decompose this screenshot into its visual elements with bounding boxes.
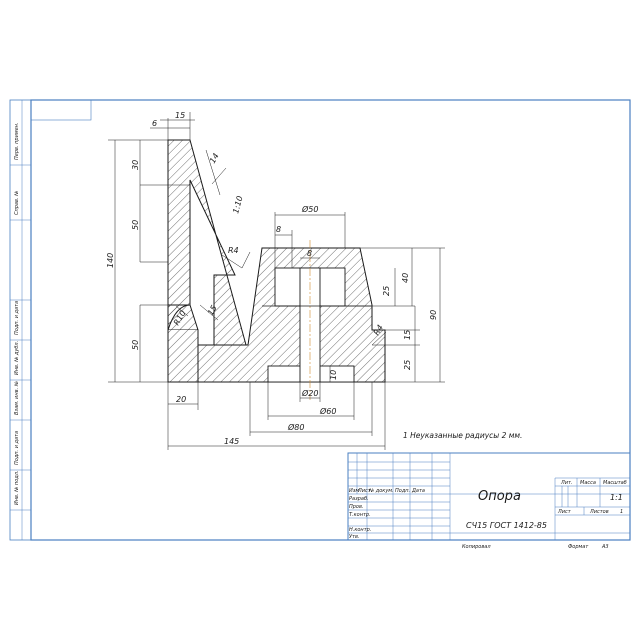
- lit-label: Лит.: [560, 480, 573, 486]
- dim-40: 40: [401, 273, 410, 283]
- role-nkontr: Н.контр.: [349, 527, 371, 533]
- dim-15: 15: [175, 111, 185, 120]
- side-column: Перв. примен. Справ. № Подп. и дата Инв.…: [10, 100, 31, 540]
- scale-value: 1:1: [610, 493, 623, 502]
- col-header-date: Дата: [411, 488, 425, 494]
- technical-note: 1 Неуказанные радиусы 2 мм.: [403, 431, 522, 440]
- dim-145: 145: [224, 437, 239, 446]
- format-value: А3: [601, 544, 609, 550]
- dim-25-lower: 25: [403, 360, 412, 370]
- part-name: Опора: [478, 489, 521, 504]
- sheets-value: 1: [620, 509, 623, 515]
- side-label-3: Подп. и дата: [14, 301, 20, 335]
- dim-140: 140: [106, 253, 115, 268]
- dimension-lines: [108, 112, 445, 450]
- dim-6: 6: [152, 119, 157, 128]
- dim-30: 30: [131, 160, 140, 170]
- dim-15-right: 15: [403, 330, 412, 340]
- side-label-2: Справ. №: [14, 191, 20, 215]
- dim-50-lower: 50: [131, 340, 140, 350]
- side-label-1: Перв. примен.: [14, 122, 20, 160]
- role-tkontr: Т.контр.: [349, 512, 371, 518]
- side-label-7: Инв. № подл.: [14, 471, 20, 506]
- part-section: [167, 139, 386, 400]
- side-label-4: Инв. № дубл.: [14, 341, 20, 375]
- dim-phi80: Ø80: [287, 422, 304, 432]
- dimension-texts: 6 15 30 50 140 50 20 145 R4 R10 15 14 1:…: [106, 111, 438, 446]
- drawing-frame: [9, 99, 631, 541]
- scale-label: Масштаб: [603, 480, 627, 486]
- dim-phi50: Ø50: [301, 204, 318, 214]
- col-header-sign: Подп.: [395, 488, 410, 494]
- dim-15-slope: 15: [206, 304, 219, 317]
- dim-50-upper: 50: [131, 220, 140, 230]
- dim-phi60: Ø60: [319, 406, 336, 416]
- side-label-6: Подп. и дата: [14, 431, 20, 465]
- dim-14: 14: [208, 152, 221, 165]
- dim-10: 10: [329, 370, 338, 380]
- sheets-label: Листов: [589, 509, 609, 515]
- dim-8-hole: 8: [307, 249, 312, 258]
- col-header-list: Лист: [357, 488, 372, 494]
- role-razrab: Разраб.: [349, 496, 369, 502]
- dim-20: 20: [176, 395, 186, 404]
- dim-25-upper: 25: [382, 286, 391, 296]
- dim-90: 90: [429, 310, 438, 320]
- copied-label: Копировал: [462, 544, 491, 550]
- material: СЧ15 ГОСТ 1412-85: [466, 521, 547, 530]
- dim-1-10: 1:10: [231, 195, 244, 215]
- role-prov: Пров.: [349, 504, 364, 510]
- col-header-doc: № докум.: [368, 488, 394, 494]
- mass-label: Масса: [580, 480, 596, 486]
- dim-phi20: Ø20: [301, 388, 318, 398]
- format-label: Формат: [568, 544, 589, 550]
- dim-r4-left: R4: [228, 246, 239, 255]
- sheet-label: Лист: [557, 509, 572, 515]
- dim-8-top: 8: [276, 225, 281, 234]
- role-utv: Утв.: [349, 534, 360, 540]
- title-block: Изм Лист № докум. Подп. Дата Разраб. Про…: [347, 452, 631, 550]
- side-label-5: Взам. инв. №: [14, 381, 20, 415]
- col-header-izm: Изм: [349, 488, 359, 494]
